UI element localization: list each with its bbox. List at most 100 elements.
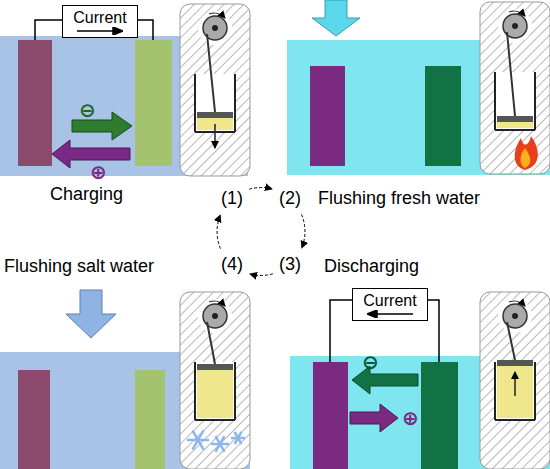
engine-part — [480, 292, 550, 469]
snowflake — [193, 430, 204, 449]
step-label: (4) — [221, 254, 243, 275]
engine-part — [534, 362, 536, 420]
engine-part — [497, 366, 533, 418]
engine-part — [495, 129, 535, 131]
panel-title: Flushing salt water — [4, 256, 154, 277]
engine-part — [514, 372, 516, 396]
electrode — [425, 66, 461, 166]
engine-part — [495, 72, 535, 130]
engine-part — [494, 72, 496, 130]
engine-part — [509, 301, 525, 306]
ion-symbol: ⊖ — [79, 100, 96, 120]
engine-part — [495, 419, 535, 421]
step-label: (3) — [279, 254, 301, 275]
engine-icon — [180, 4, 250, 176]
engine-part — [512, 313, 518, 319]
wire — [330, 300, 352, 362]
flush-arrow — [66, 290, 116, 338]
engine-part — [495, 362, 535, 420]
engine-part — [197, 112, 233, 118]
wire — [35, 20, 62, 40]
step-number: (1) — [218, 186, 246, 211]
step-number: (4) — [218, 252, 246, 277]
engine-part — [209, 13, 225, 18]
flame — [520, 148, 530, 168]
engine-icon — [480, 2, 550, 174]
engine-part — [214, 124, 216, 148]
step-number: (2) — [276, 186, 304, 211]
ion-symbol: ⊕ — [402, 408, 419, 428]
engine-part — [194, 74, 196, 132]
cycle-arrow — [249, 188, 272, 190]
current-arrow — [77, 27, 123, 35]
flush-arrow — [312, 0, 360, 36]
snowflake — [235, 432, 242, 444]
current-label: Current — [71, 9, 129, 27]
step-number: (3) — [276, 252, 304, 277]
current-box: Current — [62, 5, 138, 38]
panel-title: Discharging — [324, 256, 419, 277]
engine-icon — [480, 292, 550, 469]
engine-part — [234, 74, 236, 132]
engine-part — [498, 9, 532, 43]
flame — [515, 136, 538, 170]
engine-part — [194, 362, 196, 420]
engine-part — [497, 360, 533, 366]
engine-part — [497, 116, 533, 122]
ion-arrow — [352, 366, 418, 394]
engine-part — [512, 23, 518, 29]
panel-title: Charging — [50, 184, 123, 205]
engine-part — [197, 370, 233, 418]
engine-icon — [180, 292, 250, 469]
electrode — [135, 370, 165, 469]
engine-part — [509, 11, 525, 16]
electrode — [18, 370, 50, 469]
current-arrow — [77, 27, 123, 35]
ion-arrow — [350, 404, 398, 432]
engine-part — [497, 122, 533, 128]
snowflake — [216, 436, 225, 452]
engine-part — [480, 2, 550, 174]
wire — [138, 20, 153, 40]
engine-part — [197, 364, 233, 370]
electrode — [310, 66, 345, 166]
current-arrow — [367, 310, 413, 318]
snowflake — [235, 432, 242, 444]
engine-part — [195, 419, 235, 421]
current-box: Current — [352, 288, 428, 321]
wire — [428, 300, 439, 362]
engine-part — [198, 299, 232, 333]
snowflake — [193, 430, 204, 449]
electrode — [135, 40, 172, 166]
panel-title: Flushing fresh water — [318, 188, 480, 209]
cycle-arrow — [217, 215, 220, 248]
engine-part — [195, 362, 235, 420]
electrode — [421, 362, 458, 469]
step-label: (1) — [221, 188, 243, 209]
cycle-arrow — [250, 274, 273, 276]
step-label: (2) — [279, 188, 301, 209]
engine-part — [507, 322, 515, 360]
current-arrow — [367, 310, 413, 318]
engine-part — [207, 34, 215, 112]
cycle-arrow — [302, 214, 305, 247]
current-label: Current — [361, 292, 419, 310]
engine-part — [207, 322, 215, 364]
engine-part — [180, 292, 250, 469]
engine-part — [209, 301, 225, 306]
engine-part — [494, 362, 496, 420]
ion-symbol: ⊖ — [362, 352, 379, 372]
snowflake — [216, 436, 225, 452]
engine-part — [198, 11, 232, 45]
electrode — [18, 40, 52, 166]
engine-part — [234, 362, 236, 420]
electrode — [313, 362, 348, 469]
engine-part — [212, 313, 218, 319]
engine-part — [507, 32, 515, 116]
engine-part — [534, 72, 536, 130]
ion-symbol: ⊕ — [90, 162, 107, 182]
engine-part — [212, 25, 218, 31]
engine-part — [498, 299, 532, 333]
